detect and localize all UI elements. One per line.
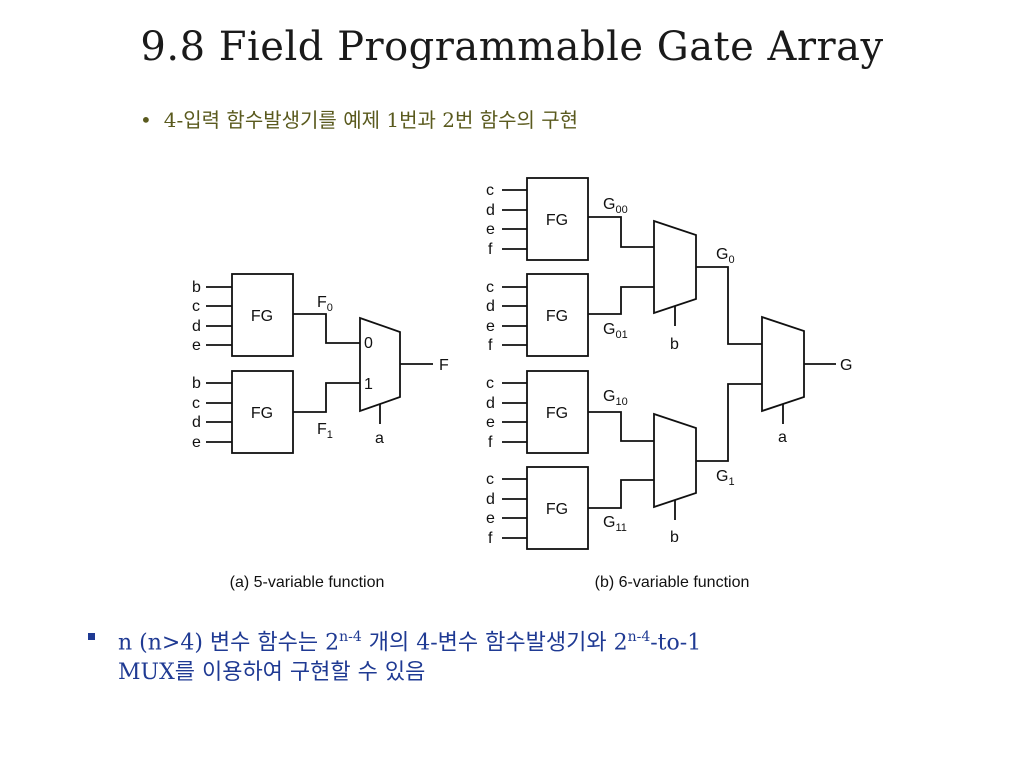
input-label: d	[192, 318, 201, 335]
input-label: f	[488, 434, 493, 451]
fg-block-right-4	[526, 466, 589, 550]
signal-g11: G11	[603, 514, 627, 534]
signal-g00: G00	[603, 196, 628, 216]
input-label: e	[192, 337, 201, 354]
fg-label: FG	[546, 308, 568, 325]
caption-b: (b) 6-variable function	[595, 574, 750, 591]
mux-right-bottom	[653, 412, 697, 509]
fg-block-right-1	[526, 177, 589, 261]
input-label: f	[488, 530, 493, 547]
input-label: b	[192, 279, 201, 296]
signal-g10: G10	[603, 388, 628, 408]
subtitle-text: 4-입력 함수발생기를 예제 1번과 2번 함수의 구현	[163, 108, 579, 132]
input-label: e	[486, 221, 495, 238]
fg-block-left-top	[231, 273, 294, 357]
input-label: d	[486, 491, 495, 508]
input-label: e	[486, 318, 495, 335]
mux-left	[359, 316, 401, 413]
fg-label: FG	[251, 405, 273, 422]
select-a-right: a	[778, 429, 787, 446]
select-a-left: a	[375, 430, 384, 447]
fg-block-right-3	[526, 370, 589, 454]
input-label: f	[488, 337, 493, 354]
input-label: e	[192, 434, 201, 451]
signal-g0: G0	[716, 246, 735, 266]
mux-right-final	[761, 315, 805, 413]
input-label: e	[486, 414, 495, 431]
signal-f0: F0	[317, 294, 333, 314]
bullet-square	[88, 633, 95, 640]
select-b-top: b	[670, 336, 679, 353]
input-label: e	[486, 510, 495, 527]
output-g: G	[840, 357, 852, 374]
bottom-bullet: n (n>4) 변수 함수는 2n-4 개의 4-변수 함수발생기와 2n-4-…	[88, 622, 988, 688]
output-f: F	[439, 357, 449, 374]
signal-f1: F1	[317, 421, 333, 441]
input-label: c	[192, 298, 200, 315]
mux-input-1-label: 1	[364, 376, 373, 393]
caption-a: (a) 5-variable function	[230, 574, 385, 591]
mux-input-0-label: 0	[364, 335, 373, 352]
bottom-line-1: n (n>4) 변수 함수는 2n-4 개의 4-변수 함수발생기와 2n-4-…	[118, 629, 702, 656]
fg-label: FG	[546, 405, 568, 422]
signal-g1: G1	[716, 468, 735, 488]
input-label: b	[192, 375, 201, 392]
signal-g01: G01	[603, 321, 628, 341]
input-label: c	[486, 471, 494, 488]
input-label: c	[192, 395, 200, 412]
fg-block-right-2	[526, 273, 589, 357]
input-label: c	[486, 279, 494, 296]
fg-label: FG	[251, 308, 273, 325]
fg-block-left-bottom	[231, 370, 294, 454]
input-label: d	[192, 414, 201, 431]
fg-label: FG	[546, 501, 568, 518]
fg-label: FG	[546, 212, 568, 229]
input-label: d	[486, 202, 495, 219]
input-label: c	[486, 182, 494, 199]
select-b-bottom: b	[670, 529, 679, 546]
mux-right-top	[653, 219, 697, 315]
slide-title: 9.8 Field Programmable Gate Array	[140, 24, 884, 70]
input-label: f	[488, 241, 493, 258]
subtitle-bullet: • 4-입력 함수발생기를 예제 1번과 2번 함수의 구현	[140, 104, 578, 133]
input-label: c	[486, 375, 494, 392]
bullet-dot: •	[140, 108, 152, 132]
input-label: d	[486, 298, 495, 315]
bottom-line-2: MUX를 이용하여 구현할 수 있음	[118, 660, 426, 686]
input-label: d	[486, 395, 495, 412]
